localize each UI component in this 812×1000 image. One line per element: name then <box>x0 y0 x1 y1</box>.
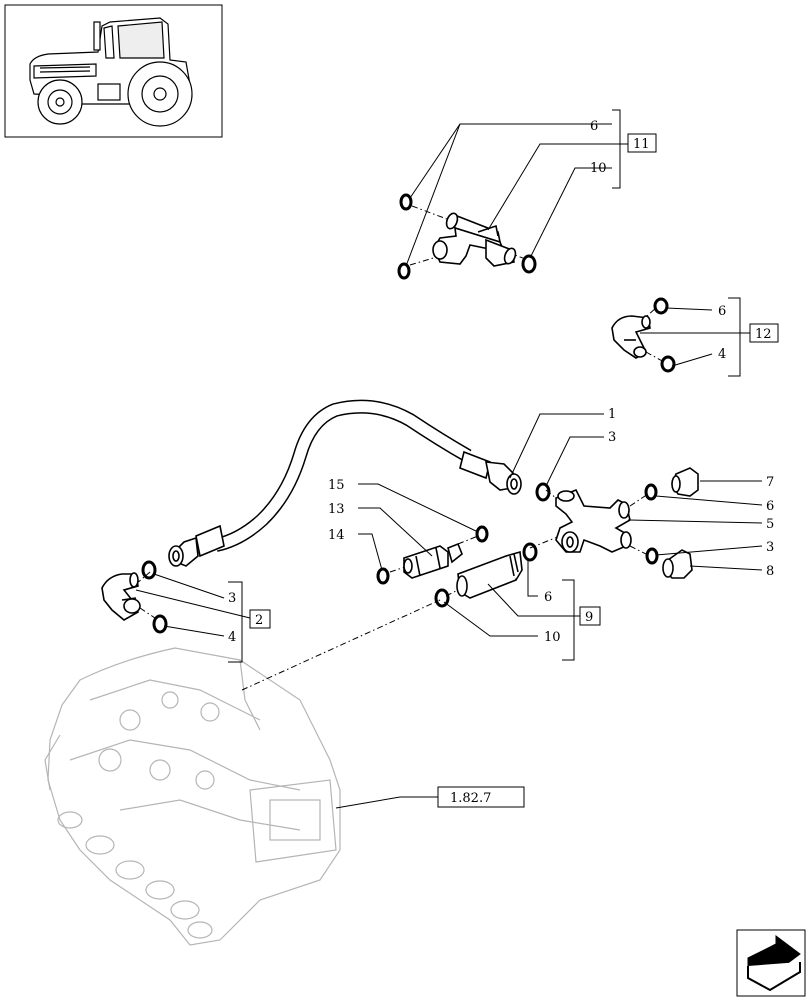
adapter-group-9 <box>434 542 538 608</box>
label-4: 4 <box>228 630 236 645</box>
label-6: 6 <box>590 119 598 134</box>
hydraulic-hose-part-1 <box>168 399 522 567</box>
label-6: 6 <box>718 304 726 319</box>
tee-fitting-group-11 <box>397 193 537 280</box>
adapter-part-13 <box>376 525 489 585</box>
label-4: 4 <box>718 347 726 362</box>
label-11: 11 <box>633 137 650 152</box>
label-7: 7 <box>766 475 774 490</box>
label-1: 1 <box>608 407 616 422</box>
label-14: 14 <box>328 528 345 543</box>
label-13: 13 <box>328 502 345 517</box>
cap-plug-part-7 <box>671 467 699 497</box>
reference-label: 1.82.7 <box>450 791 491 806</box>
connection-centerline <box>241 599 441 691</box>
elbow-fitting-group-12 <box>611 297 676 373</box>
label-6: 6 <box>544 590 552 605</box>
tractor-thumbnail-icon[interactable] <box>4 4 223 138</box>
cross-fitting-part-5 <box>529 482 659 565</box>
leader-lines <box>135 109 763 809</box>
label-5: 5 <box>766 517 774 532</box>
label-3: 3 <box>766 540 774 555</box>
next-page-arrow-icon[interactable] <box>736 929 806 997</box>
label-15: 15 <box>328 478 345 493</box>
label-8: 8 <box>766 564 774 579</box>
label-3: 3 <box>228 591 236 606</box>
label-10: 10 <box>544 630 561 645</box>
elbow-fitting-group-2 <box>101 560 168 634</box>
label-6: 6 <box>766 499 774 514</box>
label-12: 12 <box>755 327 772 342</box>
label-9: 9 <box>585 610 593 625</box>
cap-plug-part-8 <box>662 549 693 579</box>
label-2: 2 <box>255 613 263 628</box>
label-3: 3 <box>608 430 616 445</box>
label-10: 10 <box>590 161 607 176</box>
callout-labels: 6 11 10 6 12 4 1 3 7 6 5 3 8 15 13 14 3 … <box>228 119 774 806</box>
control-valve-ghost-outline <box>44 647 341 946</box>
